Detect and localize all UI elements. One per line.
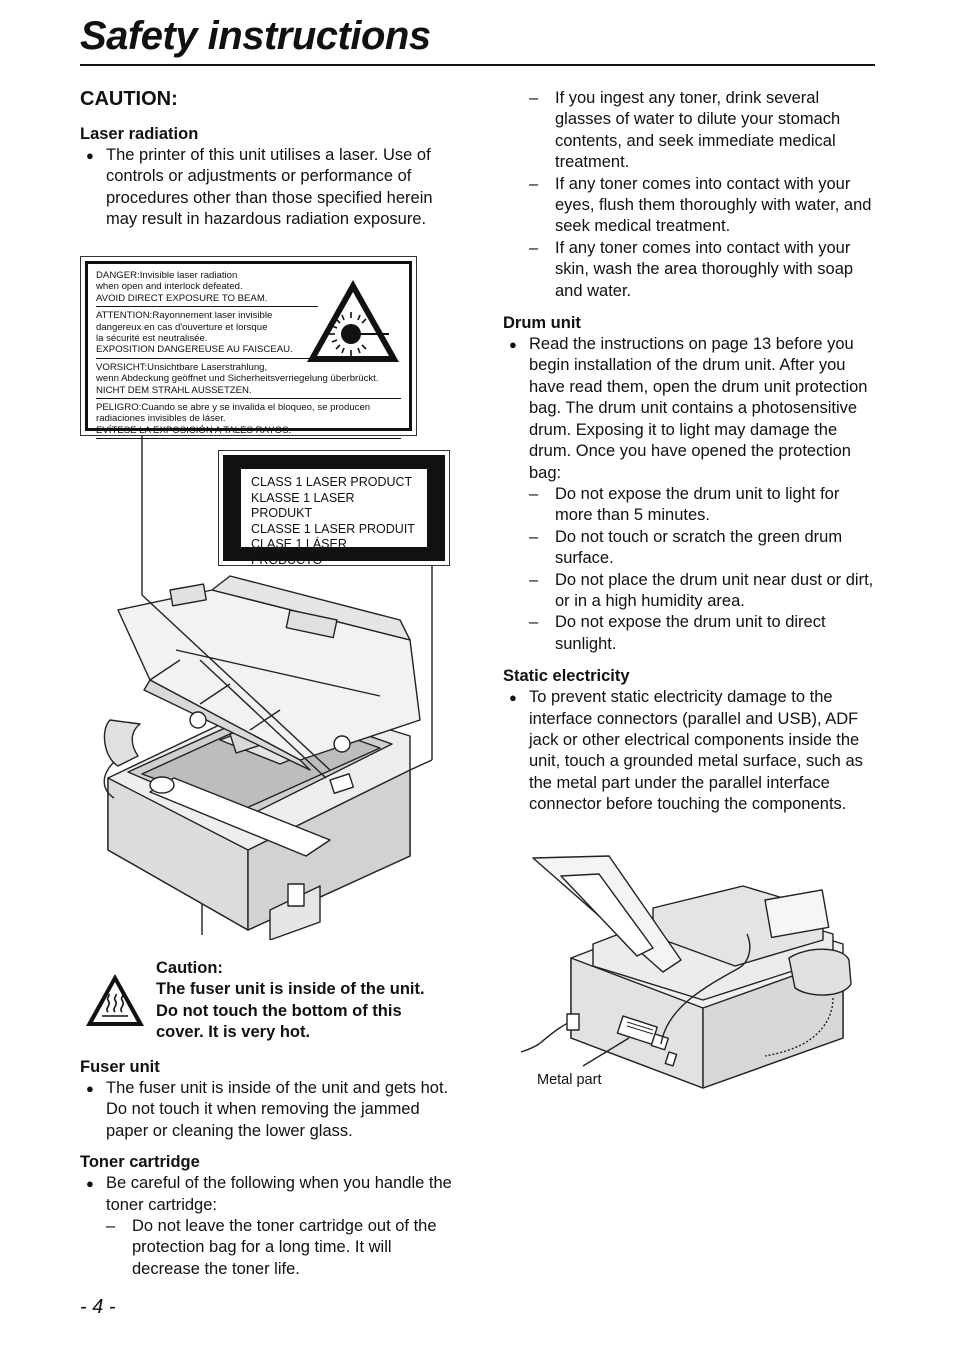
- danger-fr-4: EXPOSITION DANGEREUSE AU FAISCEAU.: [96, 344, 293, 356]
- fuser-bullet: ● The fuser unit is inside of the unit a…: [80, 1078, 452, 1142]
- danger-fr-1: ATTENTION:Rayonnement laser invisible: [96, 310, 273, 322]
- fuser-bullet-text: The fuser unit is inside of the unit and…: [106, 1079, 449, 1140]
- drum-dash-4-text: Do not expose the drum unit to direct su…: [555, 613, 826, 653]
- caution-heading: CAUTION:: [80, 88, 178, 110]
- static-bullet: ● To prevent static electricity damage t…: [503, 687, 878, 815]
- toner-dash-1: – Do not leave the toner cartridge out o…: [80, 1216, 452, 1280]
- right-column: – If you ingest any toner, drink several…: [503, 88, 878, 816]
- danger-en-2: when open and interlock defeated.: [96, 281, 243, 293]
- danger-es-2: radiaciones invisibles de láser.: [96, 413, 226, 425]
- danger-de-3: NICHT DEM STRAHL AUSSETZEN.: [96, 384, 252, 396]
- toner-dash-1-text: Do not leave the toner cartridge out of …: [132, 1217, 437, 1278]
- danger-es: PELIGRO:Cuando se abre y se invalida el …: [96, 402, 401, 440]
- drum-dash-3: – Do not place the drum unit near dust o…: [503, 570, 878, 613]
- laser-heading: Laser radiation: [80, 125, 199, 143]
- toner-dash-4: – If any toner comes into contact with y…: [503, 238, 878, 302]
- danger-fr: ATTENTION:Rayonnement laser invisible da…: [96, 310, 318, 359]
- static-bullet-text: To prevent static electricity damage to …: [529, 688, 863, 814]
- static-heading: Static electricity: [503, 667, 630, 686]
- danger-en-1: DANGER:Invisible laser radiation: [96, 270, 238, 281]
- fuser-caution-box: Caution: The fuser unit is inside of the…: [80, 958, 452, 1048]
- toner-dash-3-text: If any toner comes into contact with you…: [555, 174, 872, 236]
- class-line-1: CLASS 1 LASER PRODUCT: [251, 475, 413, 489]
- danger-es-1: PELIGRO:Cuando se abre y se invalida el …: [96, 402, 371, 414]
- dash-mark: –: [529, 613, 539, 632]
- fuser-caution-line-2: The fuser unit is inside of the unit.: [156, 980, 425, 999]
- fuser-caution-line-3: Do not touch the bottom of this: [156, 1001, 402, 1020]
- drum-dash-2: – Do not touch or scratch the green drum…: [503, 527, 878, 570]
- danger-es-3: EVÍTESE LA EXPOSICIÓN A TALES RAYOS.: [96, 424, 292, 436]
- fuser-caution-text: Caution: The fuser unit is inside of the…: [156, 958, 425, 1044]
- dash-mark: –: [529, 238, 539, 257]
- fuser-caution-line-1: Caution:: [156, 959, 223, 977]
- dash-mark: –: [529, 527, 539, 546]
- toner-bullet: ● Be careful of the following when you h…: [80, 1173, 452, 1216]
- danger-label: DANGER:Invisible laser radiation when op…: [80, 256, 417, 440]
- toner-dash-4-text: If any toner comes into contact with you…: [555, 238, 854, 300]
- class-1-label: CLASS 1 LASER PRODUCT KLASSE 1 LASER PRO…: [218, 450, 450, 567]
- danger-label-inner: DANGER:Invisible laser radiation when op…: [85, 261, 412, 440]
- laser-bullet-text: The printer of this unit utilises a lase…: [106, 146, 433, 229]
- fuser-caution-line-4: cover. It is very hot.: [156, 1023, 311, 1042]
- class-1-label-frame: CLASS 1 LASER PRODUCT KLASSE 1 LASER PRO…: [223, 455, 445, 567]
- danger-fr-2: dangereux en cas d'ouverture et lorsque: [96, 321, 268, 333]
- page-title: Safety instructions: [80, 14, 431, 58]
- toner-bullet-text: Be careful of the following when you han…: [106, 1174, 452, 1214]
- toner-dash-3: – If any toner comes into contact with y…: [503, 174, 878, 238]
- open-printer-illustration: [103, 436, 433, 940]
- left-column: CAUTION: Laser radiation ● The printer o…: [80, 88, 452, 231]
- lower-left-column: Fuser unit ● The fuser unit is inside of…: [80, 1057, 452, 1280]
- toner-dash-2: – If you ingest any toner, drink several…: [503, 88, 878, 174]
- dash-mark: –: [529, 484, 539, 503]
- danger-de-2: wenn Abdeckung geöffnet und Sicherheitsv…: [96, 373, 379, 385]
- drum-heading: Drum unit: [503, 314, 581, 333]
- drum-dash-1: – Do not expose the drum unit to light f…: [503, 484, 878, 527]
- danger-fr-3: la sécurité est neutralisée.: [96, 333, 208, 345]
- toner-heading: Toner cartridge: [80, 1153, 200, 1172]
- laser-labels-figure: DANGER:Invisible laser radiation when op…: [80, 250, 452, 940]
- metal-part-label: Metal part: [537, 1072, 602, 1088]
- drum-bullet: ● Read the instructions on page 13 befor…: [503, 334, 878, 484]
- dash-mark: –: [529, 570, 539, 589]
- danger-de: VORSICHT:Unsichtbare Laserstrahlung, wen…: [96, 361, 401, 400]
- bullet-mark: ●: [86, 148, 94, 163]
- bullet-mark: ●: [86, 1176, 94, 1192]
- fuser-heading: Fuser unit: [80, 1058, 160, 1076]
- drum-bullet-text: Read the instructions on page 13 before …: [529, 335, 868, 482]
- class-1-label-text: CLASS 1 LASER PRODUCT KLASSE 1 LASER PRO…: [241, 469, 427, 567]
- metal-part-figure: Metal part: [503, 848, 875, 1098]
- class-line-3: CLASSE 1 LASER PRODUIT: [251, 521, 415, 536]
- drum-dash-3-text: Do not place the drum unit near dust or …: [555, 570, 874, 610]
- drum-dash-4: – Do not expose the drum unit to direct …: [503, 612, 878, 655]
- danger-en-3: AVOID DIRECT EXPOSURE TO BEAM.: [96, 292, 268, 304]
- bullet-mark: ●: [86, 1081, 94, 1096]
- laser-warning-icon: [307, 280, 399, 362]
- laser-bullet: ● The printer of this unit utilises a la…: [80, 145, 452, 231]
- drum-dash-2-text: Do not touch or scratch the green drum s…: [555, 527, 843, 568]
- fax-rear-illustration: [520, 855, 852, 1089]
- dash-mark: –: [529, 89, 539, 107]
- page-number: - 4 -: [80, 1296, 116, 1318]
- class-line-4: CLASE 1 LÁSER PRODUCTO: [251, 537, 347, 567]
- dash-mark: –: [529, 174, 539, 193]
- title-rule: [80, 64, 875, 66]
- hot-surface-warning-icon: [86, 974, 144, 1026]
- bullet-mark: ●: [509, 337, 517, 353]
- class-line-2: KLASSE 1 LASER PRODUKT: [251, 490, 355, 521]
- danger-en: DANGER:Invisible laser radiation when op…: [96, 270, 318, 308]
- toner-dash-2-text: If you ingest any toner, drink several g…: [555, 89, 841, 172]
- drum-dash-1-text: Do not expose the drum unit to light for…: [555, 484, 840, 525]
- bullet-mark: ●: [509, 690, 517, 706]
- dash-mark: –: [106, 1217, 116, 1236]
- danger-de-1: VORSICHT:Unsichtbare Laserstrahlung,: [96, 361, 268, 373]
